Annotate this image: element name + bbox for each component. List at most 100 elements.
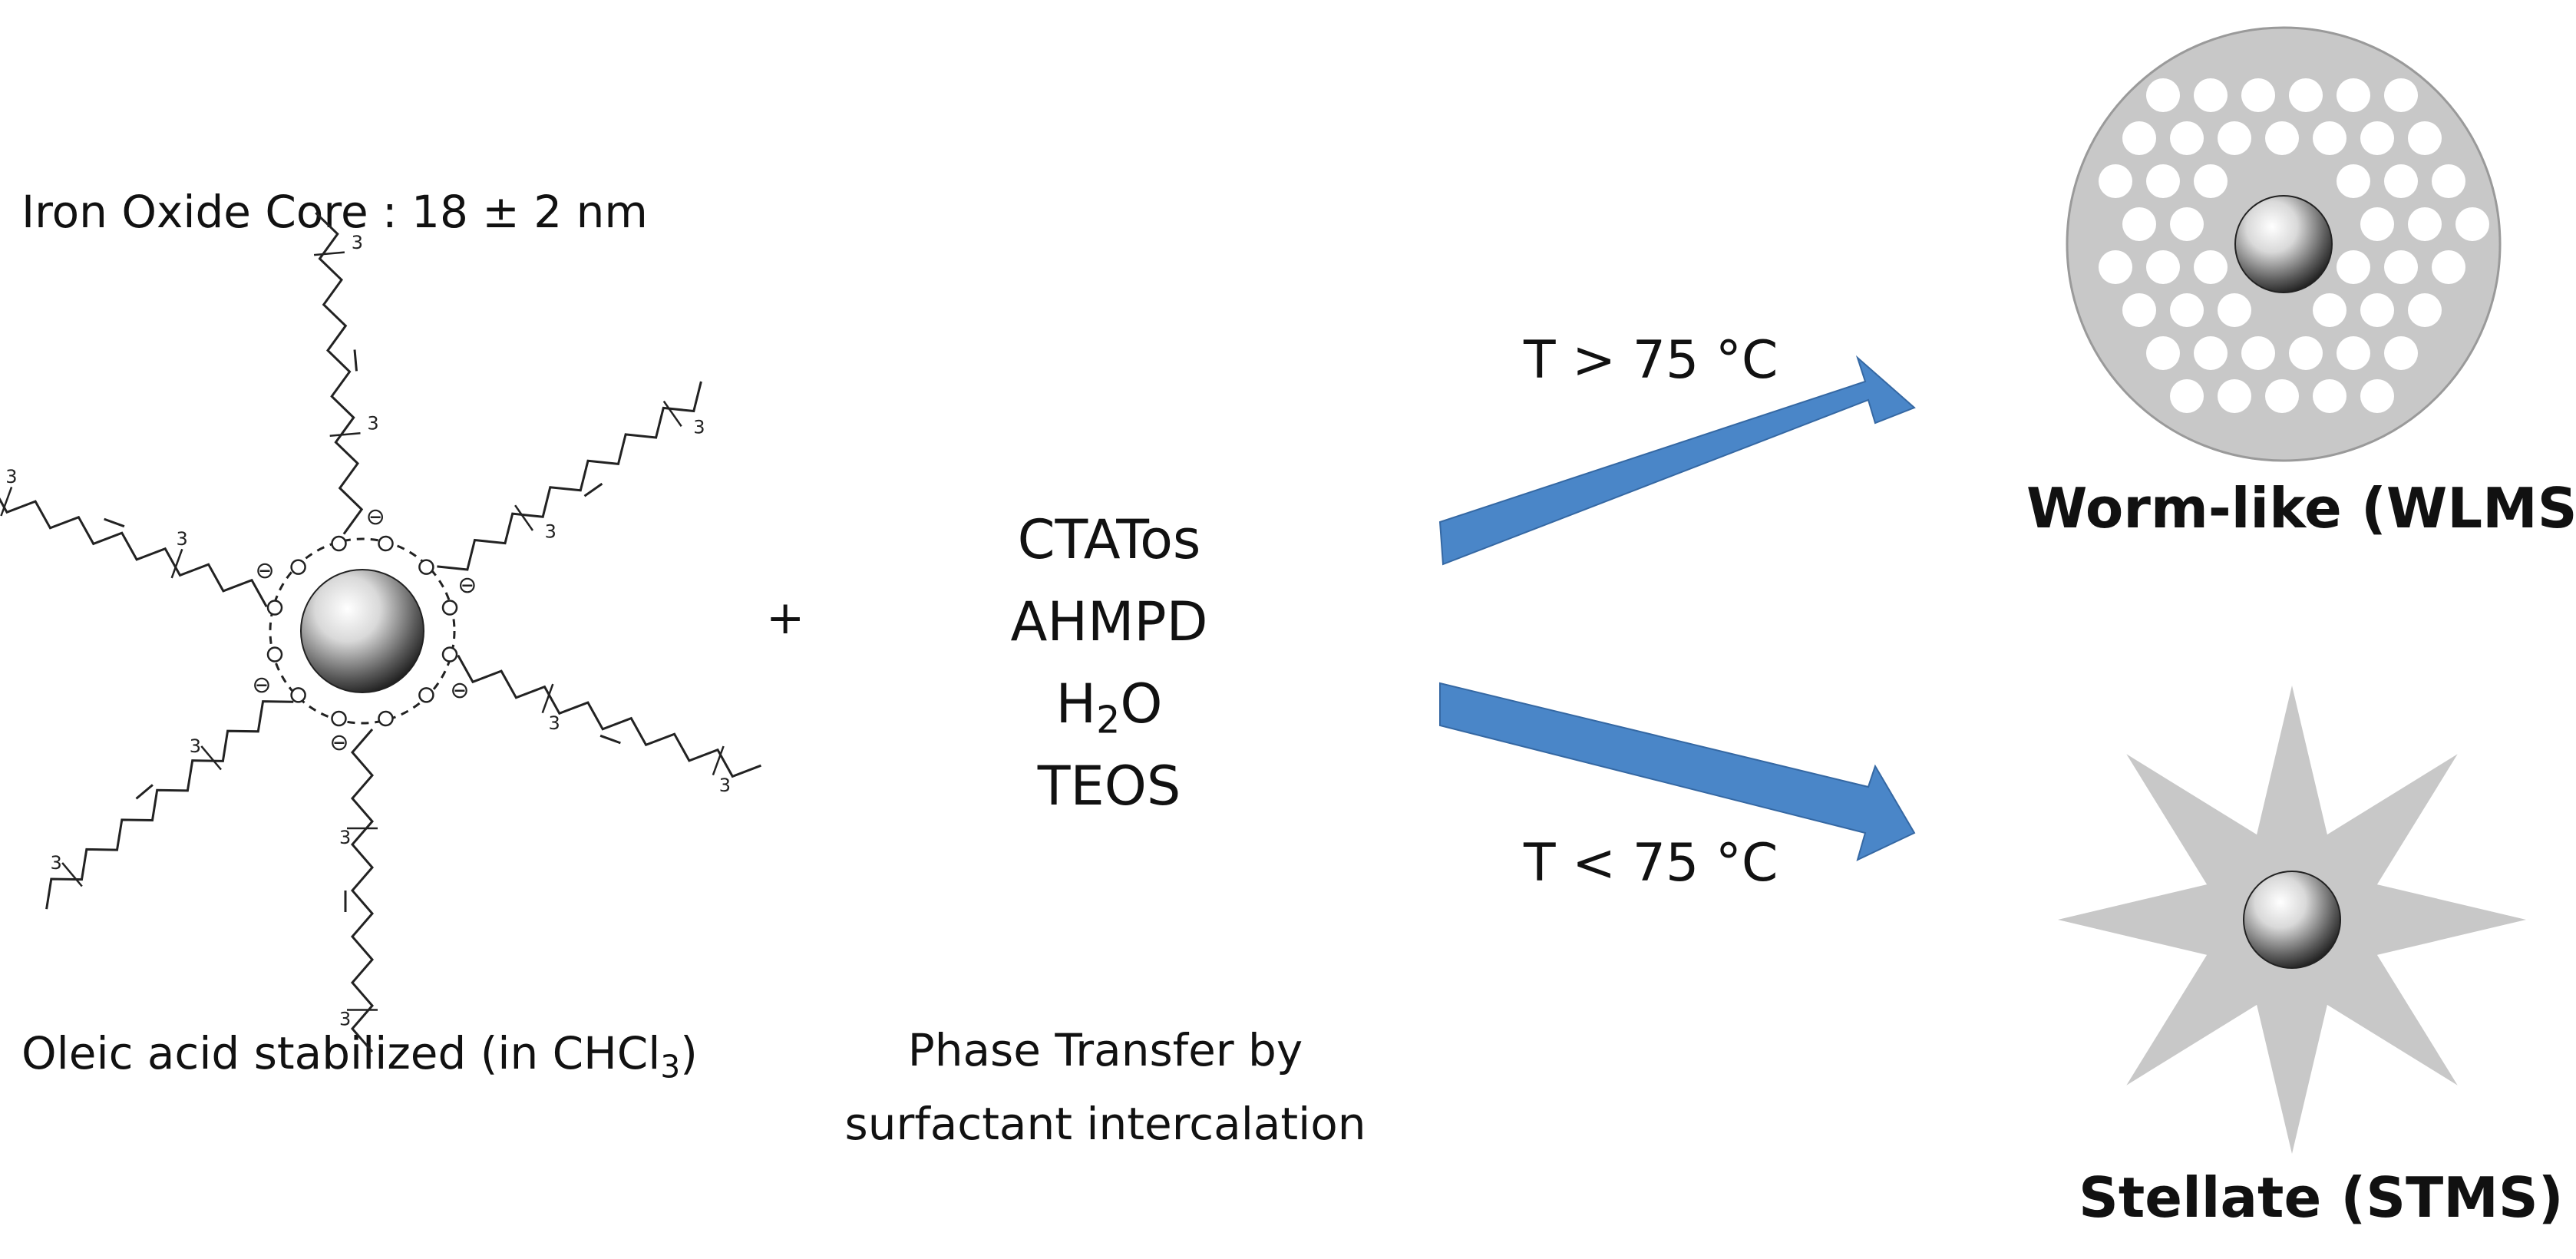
repeat-count-label: 3 [5,466,17,487]
repeat-bracket [514,504,534,531]
phase-transfer-line1: Phase Transfer by [907,1024,1303,1076]
pore [2218,121,2251,155]
oleic-acid-label: Oleic acid stabilized (in CHCl3) [21,1027,698,1082]
pore [2099,164,2132,198]
repeat-count-label: 3 [177,528,188,550]
repeat-bracket [61,862,83,887]
pore [2384,336,2418,370]
core-stms [2243,871,2341,969]
pore [2313,379,2346,413]
iron-oxide-core [300,569,424,693]
oxygen-atom [441,646,458,663]
pore [2408,207,2442,241]
charge-symbol: ⊖ [450,677,469,704]
phase-transfer-line2: surfactant intercalation [844,1098,1366,1150]
double-bond-3 [599,734,621,745]
pore [2122,293,2156,327]
water-subscript: 2 [1096,698,1121,742]
charge-symbol: ⊖ [256,557,275,584]
double-bond-5 [135,784,154,800]
product-worm-like-label: Worm-like (WLMS) [2026,476,2576,540]
pore [2170,121,2204,155]
reagent-water: H2O [956,663,1263,745]
reagent-ahmpd: AHMPD [1010,590,1208,653]
pore [2289,336,2323,370]
pore [2170,207,2204,241]
oleic-label-end: ) [680,1027,698,1079]
condition-high-temp: T > 75 °C [1524,330,1778,391]
repeat-count-label: 3 [719,775,731,796]
water-o: O [1120,672,1163,735]
mesopores [2099,78,2489,413]
pore [2313,293,2346,327]
carboxylate-shell [269,537,456,725]
pore [2194,164,2228,198]
pore [2337,164,2370,198]
oxygen-atom [290,687,306,703]
repeat-bracket [329,431,361,437]
pore [2313,121,2346,155]
pore [2384,250,2418,284]
pore [2360,293,2394,327]
repeat-count-label: 3 [352,232,363,253]
core-wlms [2234,195,2333,293]
double-bond-6 [104,517,125,528]
pore [2337,78,2370,112]
oxygen-atom [266,600,283,616]
pore [2432,250,2465,284]
charge-symbol: ⊖ [457,572,477,599]
worm-like-particle [2066,26,2502,462]
pore [2146,164,2180,198]
pore [2408,121,2442,155]
pore [2218,293,2251,327]
repeat-count-label: 3 [367,412,378,434]
pore [2170,293,2204,327]
repeat-bracket [0,486,13,517]
repeat-bracket [712,745,725,776]
pore [2265,121,2299,155]
pore [2194,78,2228,112]
oleic-chain-4 [351,729,374,1052]
pore [2408,293,2442,327]
reagent-teos: TEOS [1037,755,1181,818]
oxygen-atom [331,535,347,552]
pore [2122,207,2156,241]
pore [2218,379,2251,413]
repeat-bracket [541,683,554,714]
stellate-particle [2058,686,2526,1154]
repeat-count-label: 3 [693,417,705,438]
pore [2384,164,2418,198]
repeat-bracket [200,745,222,771]
repeat-count-label: 3 [549,712,560,734]
product-stellate-label: Stellate (STMS) [2079,1165,2564,1230]
repeat-count-label: 3 [339,827,351,848]
pore [2241,78,2275,112]
pore [2360,121,2394,155]
pore [2337,336,2370,370]
carboxylate-oxygens [266,535,458,727]
phase-transfer-caption: Phase Transfer by surfactant intercalati… [798,1013,1412,1161]
water-h: H [1055,672,1097,735]
double-bond-2 [583,482,603,497]
negative-charges: ⊖⊖⊖⊖⊖⊖ [252,504,477,756]
pore [2337,250,2370,284]
charge-symbol: ⊖ [366,504,385,530]
double-bond-1 [353,349,358,372]
reagent-list: CTATos AHMPD H2O TEOS [956,499,1263,828]
pore [2241,336,2275,370]
oxygen-atom [331,710,347,727]
repeat-count-label: 3 [339,1009,351,1030]
repeat-count-label: 3 [51,852,62,874]
pore [2146,78,2180,112]
condition-low-temp: T < 75 °C [1524,833,1778,894]
oxygen-atom [378,710,394,727]
oleic-chain-3 [457,654,761,778]
oxygen-atom [290,559,306,575]
pore [2146,250,2180,284]
pore [2360,379,2394,413]
iron-oxide-core-label: Iron Oxide Core : 18 ± 2 nm [21,186,648,238]
oleic-chain-1 [315,212,364,535]
repeat-bracket [313,251,345,256]
